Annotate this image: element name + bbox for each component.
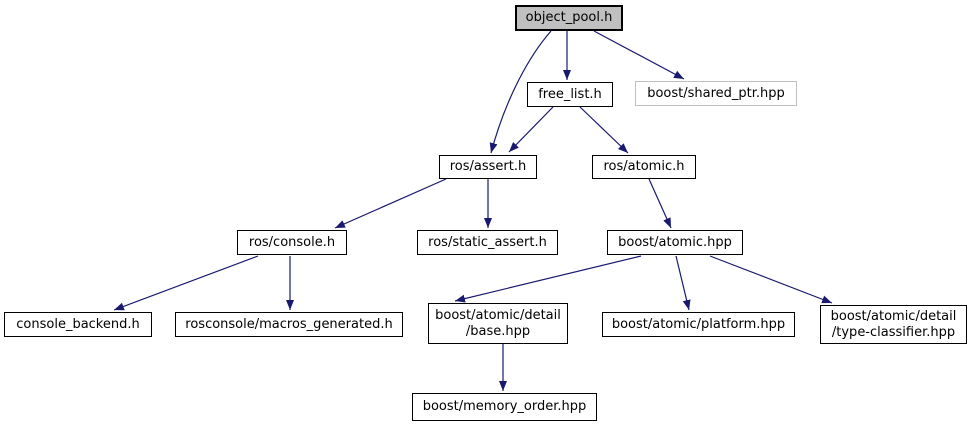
node-ros-atomic-h[interactable]: ros/atomic.h [592,155,696,179]
node-boost-atomic-detail-type-classifier-hpp[interactable]: boost/atomic/detail /type-classifier.hpp [820,305,967,344]
edge-boost-atomic-to-base [454,255,642,303]
edge-ros-atomic-to-boost-atomic [648,178,672,229]
node-boost-atomic-detail-base-hpp[interactable]: boost/atomic/detail /base.hpp [428,303,568,344]
edge-ros-console-to-console-backend [113,255,259,311]
edge-object-pool-to-ros-assert [489,30,552,154]
node-free-list-h[interactable]: free_list.h [527,82,613,107]
node-ros-static-assert-h[interactable]: ros/static_assert.h [417,230,558,255]
node-rosconsole-macros-generated-h[interactable]: rosconsole/macros_generated.h [175,312,403,337]
edge-free-list-to-ros-assert [508,106,554,153]
edge-object-pool-to-shared-ptr [593,30,685,80]
node-boost-atomic-hpp[interactable]: boost/atomic.hpp [607,230,743,255]
node-console-backend-h[interactable]: console_backend.h [4,312,152,337]
node-boost-memory-order-hpp[interactable]: boost/memory_order.hpp [412,393,597,421]
edge-boost-atomic-to-platform [675,255,691,311]
edge-free-list-to-ros-atomic [579,106,629,154]
node-boost-shared-ptr-hpp[interactable]: boost/shared_ptr.hpp [635,81,797,106]
edge-ros-assert-to-ros-console [334,178,447,229]
node-ros-console-h[interactable]: ros/console.h [237,230,347,255]
node-object-pool-h[interactable]: object_pool.h [515,5,623,31]
edge-boost-atomic-to-type-classifier [709,255,833,304]
node-ros-assert-h[interactable]: ros/assert.h [439,155,537,179]
node-boost-atomic-platform-hpp[interactable]: boost/atomic/platform.hpp [602,312,795,337]
